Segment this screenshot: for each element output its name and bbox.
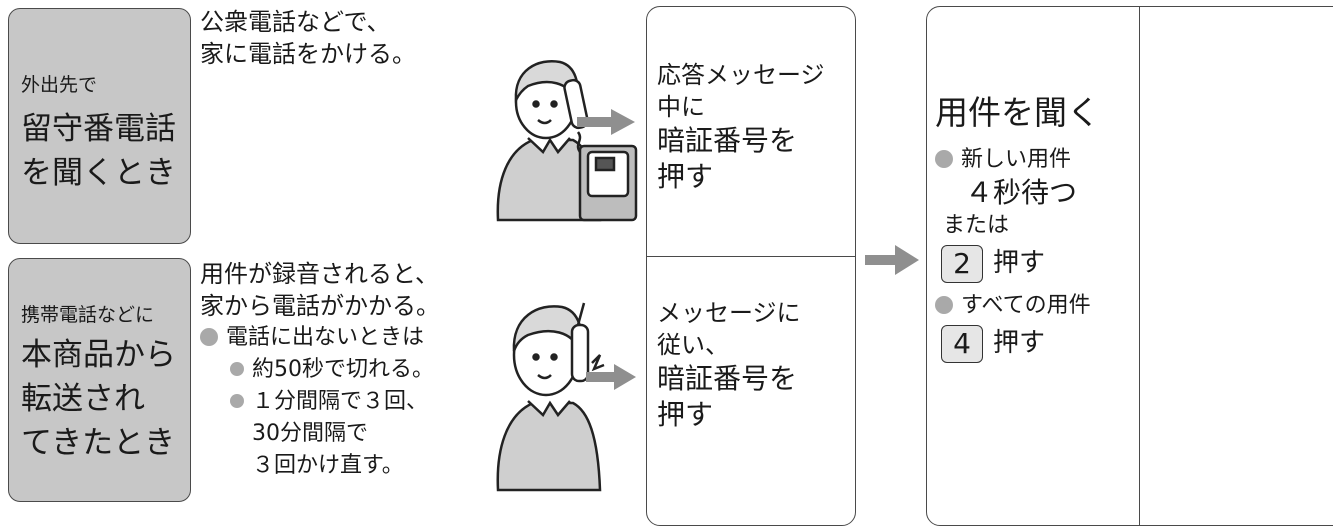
step-listen-messages: 用件を聞く 新しい用件 ４秒待つ または 2 押す すべての用件 4 押す [926, 6, 1333, 526]
listen-press-label: 押す [993, 328, 1046, 358]
key-4-icon: 4 [941, 324, 983, 363]
arrow-right-icon [865, 245, 919, 275]
arrow-right-icon [577, 109, 635, 135]
listen-title: 用件を聞く [935, 93, 1100, 132]
scenario-forward-big-3: てきたとき [21, 425, 176, 461]
key-2-icon: 2 [941, 244, 983, 283]
scenario-forward-note-4: ３回かけ直す。 [252, 453, 404, 478]
bullet-icon [935, 150, 953, 168]
step-pin-forward: メッセージに 従い、 暗証番号を 押す [657, 297, 801, 433]
scenario-forward-big-1: 本商品から [21, 337, 176, 373]
scenario-forward-note-1-row: 約50秒で切れる。 [200, 354, 440, 386]
step-listen-divider [1139, 7, 1140, 525]
listen-new-label: 新しい用件 [961, 147, 1072, 172]
scenario-remote-big-1: 留守番電話 [21, 111, 176, 147]
scenario-remote-small: 外出先で [21, 74, 98, 96]
scenario-forward-small: 携帯電話などに [21, 304, 155, 326]
listen-new-wait: ４秒待つ [965, 176, 1078, 209]
scenario-remote-desc-2: 家に電話をかける。 [200, 40, 416, 68]
bullet-icon [230, 394, 244, 408]
scenario-remote-desc-1: 公衆電話などで、 [200, 8, 391, 36]
listen-press-all: 4 押す [935, 321, 1100, 365]
listen-or: または [943, 213, 1010, 238]
listen-new-row: 新しい用件 [935, 145, 1100, 175]
scenario-forward-note-3: 30分間隔で [252, 421, 368, 446]
scenario-forward-note-1: 約50秒で切れる。 [252, 357, 434, 382]
step-pin-remote: 応答メッセージ 中に 暗証番号を 押す [657, 59, 825, 195]
scenario-forward-desc-2: 家から電話がかかる。 [200, 292, 440, 320]
person-public-phone-illustration [496, 60, 638, 222]
listen-all-row: すべての用件 [935, 291, 1100, 321]
scenario-remote-big-2: を聞くとき [21, 155, 176, 191]
listen-press-label: 押す [993, 248, 1046, 278]
scenario-forward-big-2: 転送され [21, 381, 145, 417]
scenario-forward-desc-1: 用件が録音されると、 [200, 260, 440, 288]
step-pin-remote-strong-2: 押す [657, 160, 714, 193]
step-pin-remote-strong-1: 暗証番号を [657, 124, 798, 157]
scenario-remote-desc: 公衆電話などで、 家に電話をかける。 [200, 6, 416, 70]
listen-all-label: すべての用件 [961, 293, 1091, 318]
bullet-icon [200, 328, 218, 346]
step-pin-forward-strong-1: 暗証番号を [657, 362, 798, 395]
step-enter-pin: 応答メッセージ 中に 暗証番号を 押す メッセージに 従い、 暗証番号を 押す [646, 6, 856, 526]
step-pin-remote-line-1: 応答メッセージ [657, 61, 825, 89]
listen-content: 用件を聞く 新しい用件 ４秒待つ または 2 押す すべての用件 4 押す [935, 91, 1100, 365]
step-pin-forward-line-1: メッセージに [657, 299, 801, 327]
scenario-forward-note-title: 電話に出ないときは [226, 325, 425, 350]
arrow-right-icon [586, 364, 636, 390]
listen-press-new: 2 押す [935, 241, 1100, 285]
step-pin-forward-strong-2: 押す [657, 398, 714, 431]
scenario-remote-label: 外出先で 留守番電話 を聞くとき [8, 8, 191, 244]
bullet-icon [935, 296, 953, 314]
scenario-forward-note-2-row: １分間隔で３回、 [200, 386, 440, 418]
step-pin-remote-line-2: 中に [657, 93, 705, 121]
scenario-forward-note-2: １分間隔で３回、 [252, 389, 429, 414]
scenario-forward-desc: 用件が録音されると、 家から電話がかかる。 電話に出ないときは 約50秒で切れる… [200, 258, 440, 482]
scenario-forward-note: 電話に出ないときは [200, 322, 440, 354]
scenario-forward-label: 携帯電話などに 本商品から 転送され てきたとき [8, 258, 191, 502]
person-mobile-phone-illustration [496, 302, 605, 492]
step-pin-divider [647, 256, 855, 257]
step-pin-forward-line-2: 従い、 [657, 331, 729, 359]
bullet-icon [230, 362, 244, 376]
